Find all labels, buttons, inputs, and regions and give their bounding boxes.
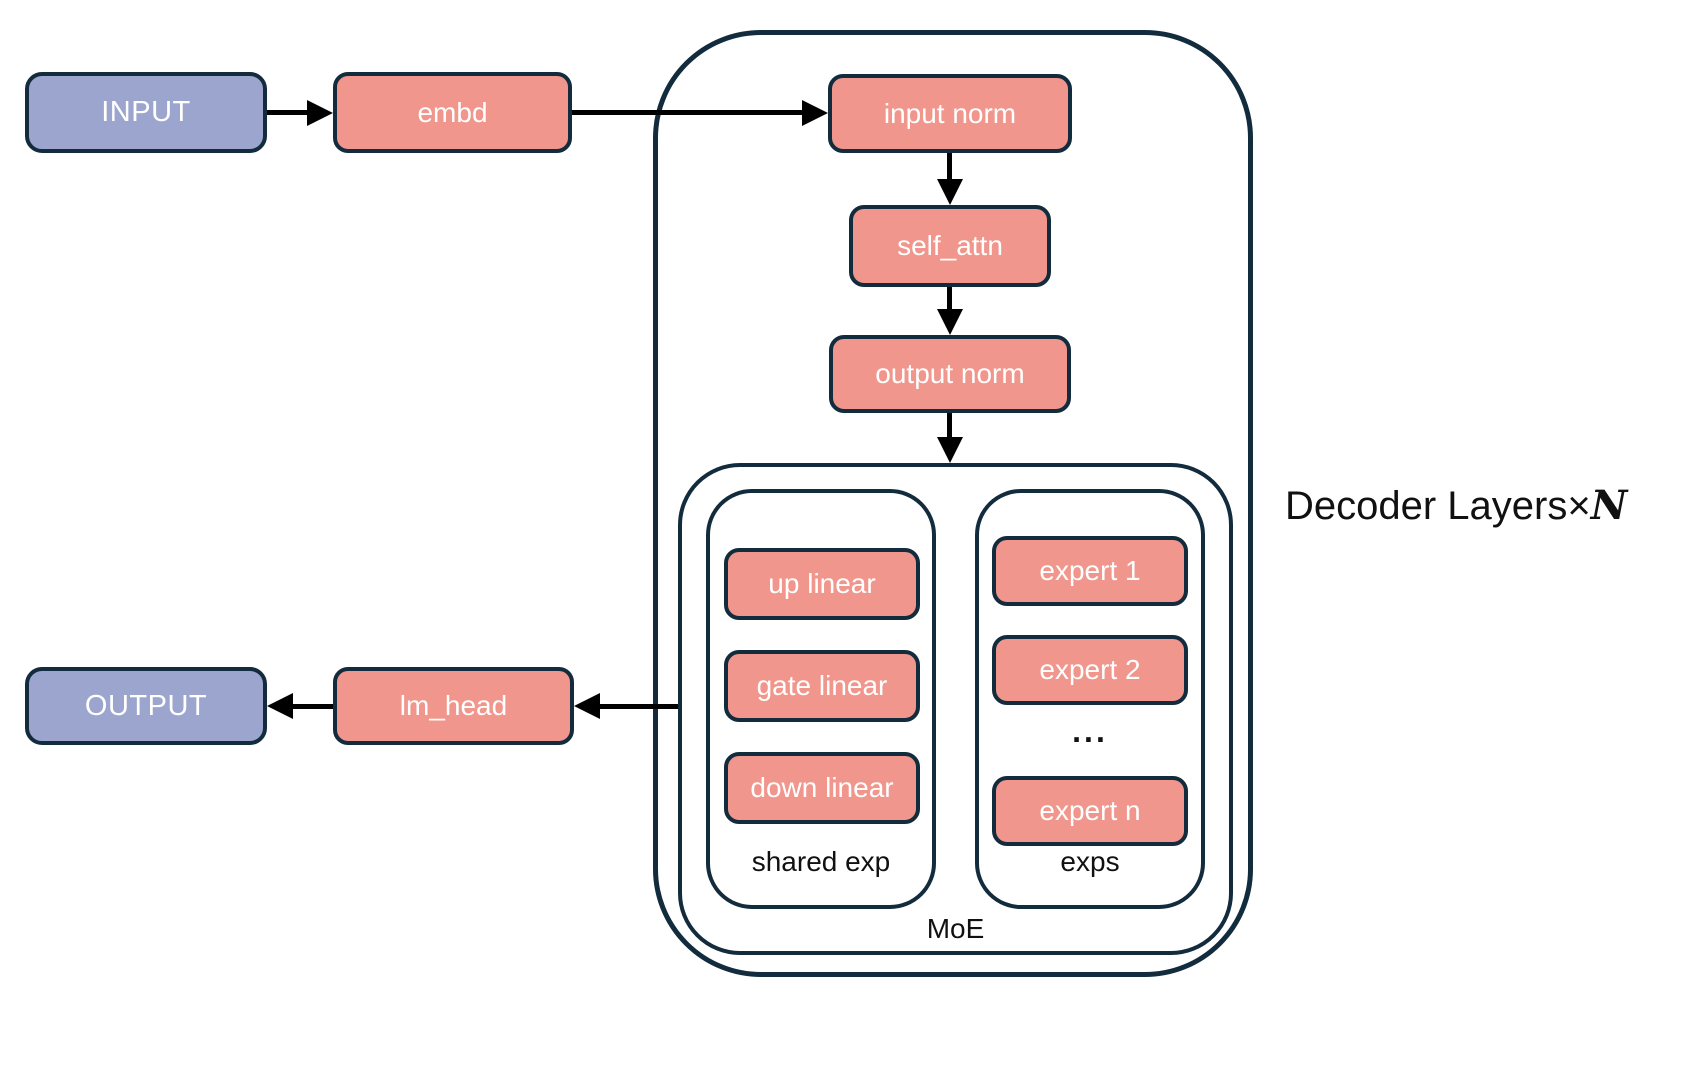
- moe-container: [678, 463, 1233, 955]
- output-norm-box: output norm: [829, 335, 1071, 413]
- output-norm-label: output norm: [875, 358, 1025, 389]
- arrow-inputnorm-to-selfattn-line: [947, 153, 952, 181]
- decoder-layers-label: Decoder Layers×N: [1285, 482, 1627, 529]
- arrow-outputnorm-to-moe-line: [947, 413, 952, 439]
- self-attn-box: self_attn: [849, 205, 1051, 287]
- self-attn-label: self_attn: [897, 230, 1003, 261]
- output-box: OUTPUT: [25, 667, 267, 745]
- arrow-lmhead-to-output-head: [267, 693, 293, 719]
- up-linear-box: up linear: [724, 548, 920, 620]
- arrow-input-to-embd-line: [267, 110, 309, 115]
- experts-ellipsis: ...: [1072, 713, 1108, 749]
- shared-exp-container: [706, 489, 936, 909]
- arrow-inputnorm-to-selfattn-head: [937, 179, 963, 205]
- decoder-layers-container: [653, 30, 1253, 977]
- lm-head-label: lm_head: [399, 690, 508, 721]
- arrow-selfattn-to-outputnorm-head: [937, 309, 963, 335]
- exps-label: exps: [1060, 846, 1120, 877]
- expert-n-box: expert n: [992, 776, 1188, 846]
- arrow-outputnorm-to-moe-head: [937, 437, 963, 463]
- input-norm-label: input norm: [883, 97, 1017, 129]
- input-label: INPUT: [101, 96, 191, 128]
- gate-linear-label: gate linear: [756, 670, 888, 701]
- arrow-embd-to-inputnorm-head: [802, 100, 828, 126]
- decoder-layers-text: Decoder Layers: [1285, 484, 1568, 528]
- expert-2-label: expert 2: [1039, 654, 1141, 685]
- expert-1-label: expert 1: [1039, 555, 1141, 586]
- expert-n-label: expert n: [1039, 795, 1141, 826]
- up-linear-label: up linear: [768, 568, 876, 599]
- down-linear-box: down linear: [724, 752, 920, 824]
- moe-label: MoE: [926, 913, 985, 944]
- input-norm-box: input norm: [828, 74, 1072, 153]
- arrow-input-to-embd-head: [307, 100, 333, 126]
- arrow-moe-to-lmhead-head: [574, 693, 600, 719]
- output-label: OUTPUT: [84, 689, 208, 722]
- expert-2-box: expert 2: [992, 635, 1188, 705]
- arrow-embd-to-inputnorm-line: [572, 110, 804, 115]
- decoder-layers-n: N: [1590, 482, 1628, 529]
- arrow-selfattn-to-outputnorm-line: [947, 287, 952, 311]
- down-linear-label: down linear: [750, 772, 894, 803]
- expert-1-box: expert 1: [992, 536, 1188, 606]
- embd-label: embd: [417, 96, 488, 128]
- embd-box: embd: [333, 72, 572, 153]
- arrow-lmhead-to-output-line: [291, 704, 333, 709]
- exps-container: [975, 489, 1205, 909]
- lm-head-box: lm_head: [333, 667, 574, 745]
- input-box: INPUT: [25, 72, 267, 153]
- arrow-moe-to-lmhead-line: [598, 704, 678, 709]
- shared-exp-label: shared exp: [751, 846, 891, 877]
- times-symbol: ×: [1567, 484, 1591, 528]
- gate-linear-box: gate linear: [724, 650, 920, 722]
